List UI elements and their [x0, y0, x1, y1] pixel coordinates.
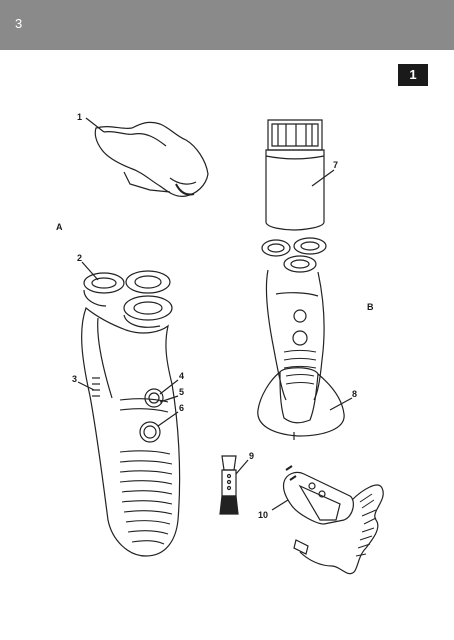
- callout-8: 8: [352, 389, 358, 399]
- callout-6: 6: [179, 403, 185, 413]
- section-badge: 1: [398, 64, 428, 86]
- callout-3: 3: [72, 374, 78, 384]
- callout-2: 2: [77, 253, 83, 263]
- callout-10: 10: [258, 510, 269, 520]
- callout-9: 9: [249, 451, 255, 461]
- header-bar: [0, 0, 454, 50]
- callout-4: 4: [179, 371, 185, 381]
- callout-7: 7: [333, 160, 339, 170]
- callout-1: 1: [77, 112, 83, 122]
- figure-label-b: B: [367, 302, 374, 312]
- shaver-a-illustration: [78, 262, 180, 556]
- travel-cover-illustration: [86, 118, 208, 196]
- protection-cap-illustration: [266, 120, 334, 230]
- figure-label-a: A: [56, 222, 63, 232]
- cleaning-brush-illustration: [220, 456, 248, 514]
- adapter-illustration: [272, 466, 383, 574]
- page-number: 3: [15, 16, 23, 31]
- callout-5: 5: [179, 387, 185, 397]
- shaver-b-illustration: [258, 238, 352, 440]
